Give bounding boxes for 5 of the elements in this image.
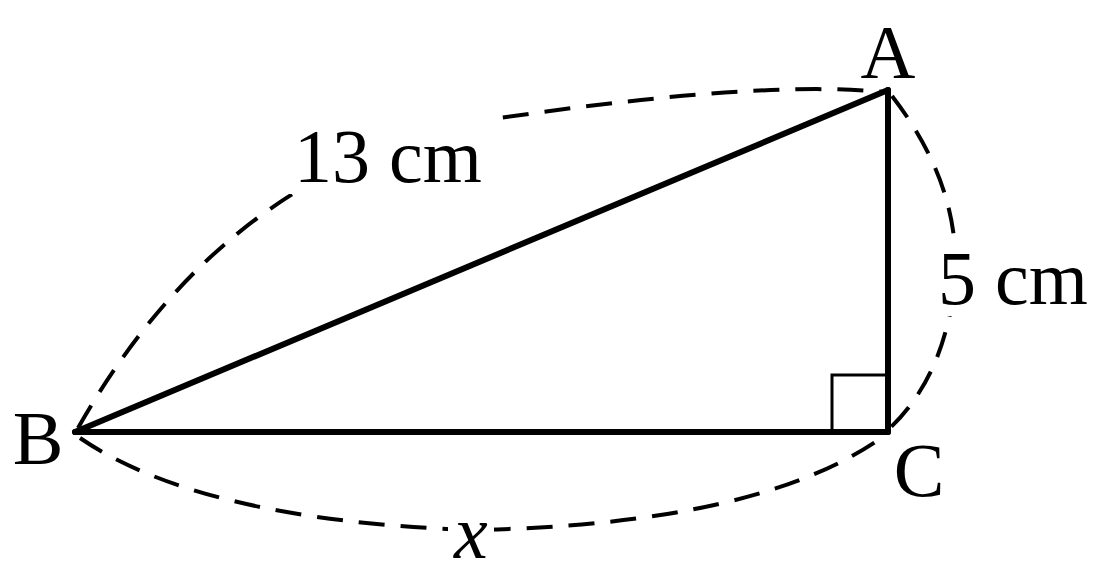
triangle-side [885,87,891,435]
length-label: 13 cm [288,118,488,194]
vertex-label: C [888,432,950,504]
vertex-label: A [852,14,924,88]
vertex-label: B [2,400,74,476]
